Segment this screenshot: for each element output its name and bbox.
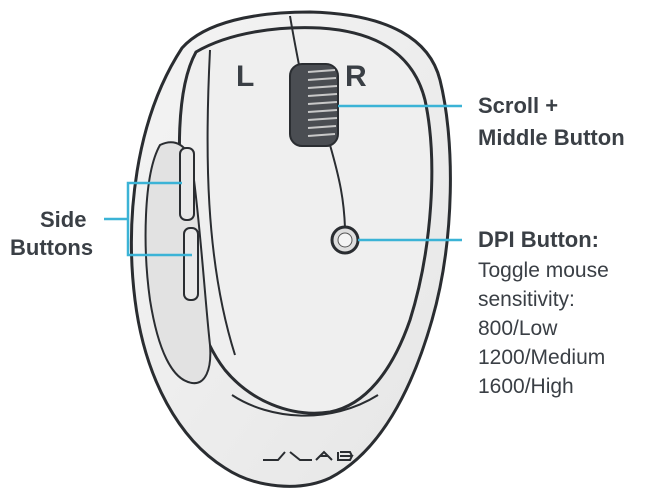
- jlab-logo: [263, 450, 354, 461]
- side-buttons-label-line2: Buttons: [10, 235, 94, 260]
- dpi-desc-line: 1600/High: [478, 375, 574, 398]
- scroll-label-line1: Scroll +: [478, 93, 559, 118]
- side-button-forward: [179, 147, 195, 221]
- scroll-label-line2: Middle Button: [478, 125, 625, 150]
- side-button-back: [183, 227, 199, 301]
- dpi-desc-line: Toggle mouse: [478, 259, 609, 282]
- side-buttons-label-line1: Side: [40, 207, 87, 232]
- right-button-label: R: [345, 60, 367, 93]
- dpi-desc-line: sensitivity:: [478, 288, 575, 311]
- dpi-desc-line: 800/Low: [478, 317, 558, 340]
- callout-lines: [104, 104, 462, 257]
- dpi-title: DPI Button:: [478, 227, 599, 252]
- left-button-label: L: [236, 60, 255, 93]
- dpi-desc-line: 1200/Medium: [478, 346, 606, 369]
